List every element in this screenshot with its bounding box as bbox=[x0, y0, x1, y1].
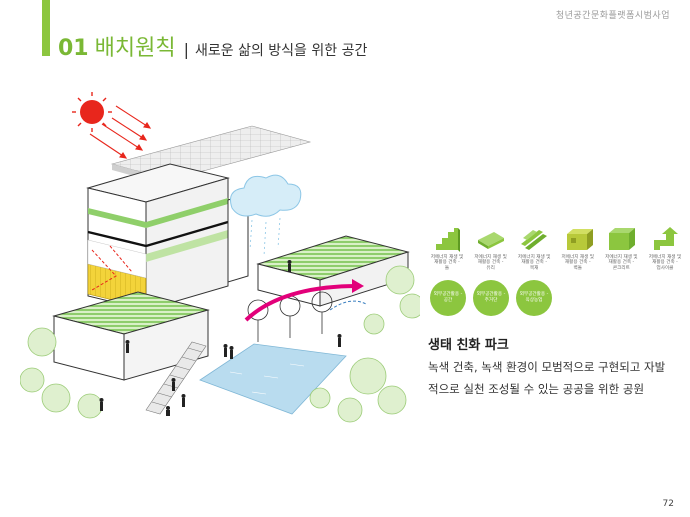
material-icon-item: 저에너지 재생 및 재활용 건축 - 업사이클 bbox=[646, 226, 684, 271]
green-beams-icon bbox=[521, 230, 548, 250]
material-icon-caption: 저에너지 재생 및 재활용 건축 - 업사이클 bbox=[648, 255, 682, 271]
material-icon-caption: 저에너지 재생 및 재활용 건축 - 콘크리트 bbox=[605, 255, 638, 271]
wind-turbines bbox=[247, 291, 333, 342]
material-icon-caption: 저에너지 재생 및 재활용 건축 - 돌 bbox=[430, 255, 464, 271]
material-icon-item: 저에너지 재생 및 재활용 건축 - 콘크리트 bbox=[602, 226, 640, 271]
green-stairs-icon bbox=[436, 228, 460, 252]
water-pool bbox=[199, 343, 347, 415]
outdoor-circle-2: 외부공간활용 - 주거단 bbox=[473, 280, 509, 316]
title-subtitle: 새로운 삶의 방식을 위한 공간 bbox=[194, 43, 368, 59]
lower-block bbox=[52, 291, 210, 381]
green-block-icon bbox=[609, 228, 636, 250]
wind-arrow bbox=[244, 279, 367, 322]
main-building bbox=[86, 163, 230, 311]
people bbox=[99, 260, 342, 416]
green-boxes-icon bbox=[566, 229, 593, 250]
material-icon-item: 저에너지 재생 및 재활용 건축 - 벽돌 bbox=[559, 226, 597, 271]
outdoor-circle-3: 외부공간활용 - 옥상농업 bbox=[516, 280, 552, 316]
sun-ray-arrows bbox=[89, 105, 152, 159]
green-arrow-icon bbox=[653, 227, 678, 250]
title-number: 01 bbox=[58, 36, 89, 61]
material-icon-item: 저에너지 재생 및 재활용 건축 - 돌 bbox=[428, 226, 466, 271]
sun-icon bbox=[72, 92, 112, 132]
header-tag: 청년공간문화플랫폼시범사업 bbox=[555, 11, 670, 21]
page-title: 01 배치원칙 | 새로운 삶의 방식을 위한 공간 bbox=[58, 30, 367, 62]
material-icon-caption: 저에너지 재생 및 재활용 건축 - 유리 bbox=[474, 255, 507, 271]
section-heading: 생태 친화 파크 bbox=[428, 338, 509, 353]
outdoor-space-circles: 외부공간활용 - 공간 외부공간활용 - 주거단 외부공간활용 - 옥상농업 bbox=[430, 280, 552, 316]
title-separator: | bbox=[183, 40, 189, 59]
material-icon-item: 저에너지 재생 및 재활용 건축 - 목재 bbox=[515, 226, 553, 271]
green-roof-building bbox=[256, 235, 410, 307]
material-icon-caption: 저에너지 재생 및 재활용 건축 - 목재 bbox=[517, 255, 551, 271]
page-number: 72 bbox=[662, 499, 674, 509]
accent-bar bbox=[42, 0, 50, 56]
cloud-icon bbox=[230, 174, 302, 257]
material-icon-caption: 저에너지 재생 및 재활용 건축 - 벽돌 bbox=[561, 255, 595, 271]
green-plank-icon bbox=[477, 232, 504, 249]
trees bbox=[20, 265, 420, 423]
outdoor-circle-1: 외부공간활용 - 공간 bbox=[430, 280, 466, 316]
stairs bbox=[145, 341, 207, 415]
building-illustration bbox=[20, 92, 420, 423]
material-icon-item: 저에너지 재생 및 재활용 건축 - 유리 bbox=[472, 226, 510, 271]
material-icons-row: 저에너지 재생 및 재활용 건축 - 돌 저에너지 재생 및 재활용 건축 - … bbox=[428, 226, 684, 271]
title-main: 배치원칙 bbox=[94, 36, 176, 61]
section-body: 녹색 건축, 녹색 환경이 모범적으로 구현되고 자발적으로 실천 조성될 수 … bbox=[428, 360, 666, 396]
